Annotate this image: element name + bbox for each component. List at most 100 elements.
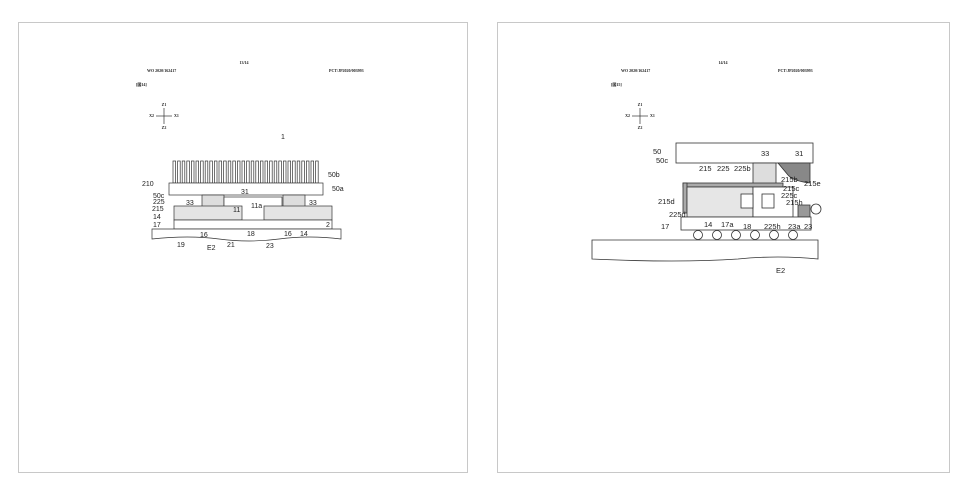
- heat-sink-fin: [296, 160, 301, 184]
- ref-label: 215: [152, 206, 164, 213]
- ref-label: 23: [804, 222, 812, 231]
- heat-sink-fin: [218, 160, 222, 184]
- ref-label: 19: [177, 242, 185, 249]
- ref-label: 215b: [781, 175, 798, 184]
- figure-label: [図14]: [136, 81, 147, 87]
- ref-label: 225: [153, 199, 165, 206]
- ref-label: 14: [704, 220, 712, 229]
- heat-sink-fin: [227, 160, 232, 184]
- ref-label: 50c: [153, 193, 165, 200]
- ref-label: 225c: [781, 191, 798, 200]
- ref-label: 31: [795, 149, 803, 158]
- heat-sink-fin: [301, 160, 305, 184]
- drawing-page-13: 13/14 WO 2020/162417 PCT/JP2020/003993 […: [18, 22, 468, 473]
- ref-label: E2: [207, 245, 216, 252]
- heat-sink-fin: [200, 160, 204, 184]
- axis-z1: Z1: [638, 102, 643, 107]
- page-number: 14/14: [718, 60, 727, 65]
- axis-cross-icon: [632, 108, 648, 124]
- ref-label: E2: [776, 266, 785, 275]
- figure-14-drawing: 13/14 WO 2020/162417 PCT/JP2020/003993 […: [136, 60, 364, 252]
- heat-sink-fin: [278, 160, 282, 184]
- drawing-page-14: 14/14 WO 2020/162417 PCT/JP2020/003993 […: [497, 22, 950, 473]
- ref-label: 16: [200, 232, 208, 239]
- heat-sink-fin: [306, 160, 310, 184]
- heat-sink-fin: [223, 160, 227, 184]
- page-number: 13/14: [239, 60, 248, 65]
- heat-sink-fin: [292, 160, 296, 184]
- axis-x2: X2: [625, 113, 630, 118]
- ref-label: 18: [247, 231, 255, 238]
- axis-z1: Z1: [162, 102, 167, 107]
- axis-z2: Z2: [162, 125, 167, 130]
- ref-label: 33: [186, 200, 194, 207]
- solder-ball: [731, 230, 741, 240]
- ref-label: 210: [142, 181, 154, 188]
- heat-sink-fin: [315, 160, 319, 184]
- heat-sink-fin: [250, 160, 255, 184]
- heat-sink-fin: [237, 160, 241, 184]
- heat-sink-fin: [204, 160, 209, 184]
- figure-15-drawing: 14/14 WO 2020/162417 PCT/JP2020/003993 […: [591, 60, 822, 275]
- heat-sink-fin: [283, 160, 287, 184]
- ref-label: 23: [266, 243, 274, 250]
- heat-sink-fin: [264, 160, 268, 184]
- solder-ball: [693, 230, 703, 240]
- ref-label: 33: [761, 149, 769, 158]
- publication-number: WO 2020/162417: [147, 68, 176, 73]
- axis-z2: Z2: [638, 125, 643, 130]
- figure-label: [図15]: [611, 81, 622, 87]
- axis-x1: X1: [650, 113, 655, 118]
- ref-label: 215d: [658, 197, 675, 206]
- package-cross-section: [591, 142, 822, 262]
- solder-ball: [712, 230, 722, 240]
- ref-label: 17: [153, 222, 161, 229]
- ref-label: 14: [153, 214, 161, 221]
- heat-sink-fin: [181, 160, 186, 184]
- ref-label: 215e: [804, 179, 821, 188]
- heat-sink-fin: [172, 160, 176, 184]
- axis-x1: X1: [174, 113, 179, 118]
- ref-label: 14: [300, 231, 308, 238]
- application-number: PCT/JP2020/003993: [778, 68, 813, 73]
- ref-label: 21: [227, 242, 235, 249]
- application-number: PCT/JP2020/003993: [329, 68, 364, 73]
- heat-sink-fin: [214, 160, 218, 184]
- axis-x2: X2: [149, 113, 154, 118]
- heat-sink-fin: [255, 160, 259, 184]
- heat-sink-fin: [232, 160, 236, 184]
- ref-label: 11a: [251, 203, 262, 210]
- solder-ball: [750, 230, 760, 240]
- ref-label: 225b: [734, 164, 751, 173]
- ref-label: 215h: [786, 198, 803, 207]
- ref-label: 31: [241, 189, 249, 196]
- heat-sink-fin: [195, 160, 199, 184]
- heat-sink-assembly: [151, 160, 342, 242]
- ref-label: 50a: [332, 186, 344, 193]
- heat-sink-fin: [269, 160, 273, 184]
- heat-sink-fin: [191, 160, 195, 184]
- publication-number: WO 2020/162417: [621, 68, 650, 73]
- heat-sink-fin: [186, 160, 190, 184]
- ref-label: 17: [661, 222, 669, 231]
- ref-label: 18: [743, 222, 751, 231]
- ref-label: 225h: [764, 222, 781, 231]
- ref-label: 23a: [788, 222, 801, 231]
- axis-cross-icon: [156, 108, 172, 124]
- ref-label: 50c: [656, 156, 668, 165]
- heat-sink-fin: [310, 160, 314, 184]
- heat-sink-fin: [177, 160, 181, 184]
- ref-label: 16: [284, 231, 292, 238]
- ref-label: 11: [233, 207, 240, 214]
- solder-ball: [788, 230, 798, 240]
- heat-sink-fin: [241, 160, 245, 184]
- ref-label: 225: [717, 164, 730, 173]
- ref-label: 50b: [328, 172, 340, 179]
- ref-label: 17a: [721, 220, 734, 229]
- ref-label: 50: [653, 147, 661, 156]
- ref-label: 33: [309, 200, 317, 207]
- ref-label: 215: [699, 164, 712, 173]
- heat-sink-fin: [287, 160, 291, 184]
- heat-sink-fin: [260, 160, 264, 184]
- ref-label: 215c: [783, 184, 800, 193]
